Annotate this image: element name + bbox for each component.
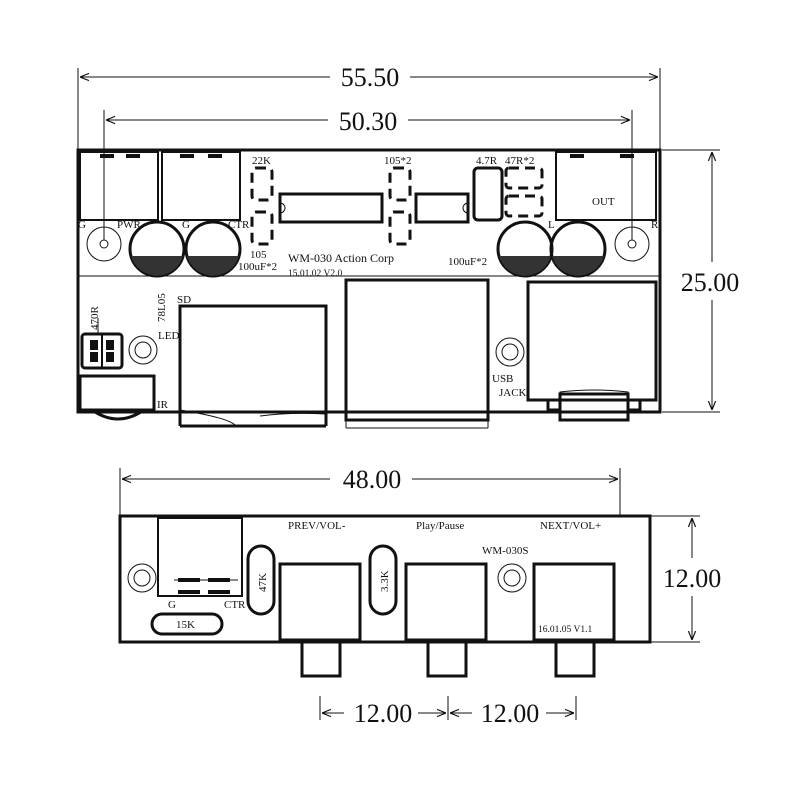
dim-label-55-50: 55.50	[341, 63, 400, 92]
label-g-mid: G	[182, 219, 190, 231]
resistor-105	[250, 210, 274, 246]
dimension-12-00-vertical: 12.00	[650, 515, 722, 643]
label-model: WM-030 Action Corp	[288, 251, 394, 265]
label-105: 105	[250, 249, 267, 261]
label-next: NEXT/VOL+	[540, 520, 601, 532]
resistor-470r	[80, 318, 124, 370]
dimension-50-30: 50.30	[103, 107, 633, 240]
dimension-48-00: 48.00	[119, 465, 621, 516]
capacitor-105-b	[388, 210, 412, 246]
label-led: LED	[158, 330, 179, 342]
resistor-47k	[246, 544, 276, 616]
label-version: 15.01.02 V2.0	[288, 269, 342, 279]
resistor-15k	[150, 612, 224, 636]
mount-hole-left	[86, 226, 122, 262]
sd-card-slot	[178, 304, 328, 428]
resistor-22k	[250, 166, 274, 202]
label-l: L	[548, 219, 555, 231]
audio-jack	[526, 280, 658, 422]
ir-receiver	[78, 374, 156, 421]
dim-label-spacing-1: 12.00	[354, 699, 413, 728]
label-470r: 470R	[89, 306, 101, 331]
label-47rx2: 47R*2	[505, 155, 534, 167]
dim-label-50-30: 50.30	[339, 107, 398, 136]
label-3-3k: 3.3K	[379, 570, 391, 592]
resistor-47r-b	[504, 194, 544, 218]
label-pwr: PWR	[117, 219, 142, 231]
led	[128, 335, 158, 365]
ic-chip-left	[278, 192, 384, 224]
label-sd: SD	[177, 294, 191, 306]
label-g-left: G	[78, 219, 86, 231]
dim-label-spacing-2: 12.00	[481, 699, 540, 728]
capacitor-left-1	[128, 220, 186, 278]
resistor-47r-a	[504, 166, 544, 190]
label-ctr: CTR	[228, 219, 250, 231]
dimension-55-50: 55.50	[77, 63, 661, 150]
label-15k: 15K	[176, 619, 195, 631]
label-78l05: 78L05	[156, 293, 168, 322]
dimension-25-00: 25.00	[662, 149, 740, 413]
label-22k: 22K	[252, 155, 271, 167]
label-105x2: 105*2	[384, 155, 412, 167]
dim-label-48-00: 48.00	[343, 465, 402, 494]
ctr-connector	[161, 151, 241, 221]
label-prev: PREV/VOL-	[288, 520, 346, 532]
label-cap-right: 100uF*2	[448, 256, 487, 268]
button-next	[532, 562, 616, 678]
resistor-3-3k	[368, 544, 398, 616]
label-ir: IR	[157, 399, 169, 411]
bottom-mount-hole-left	[127, 563, 157, 593]
ic-chip-right	[414, 192, 470, 224]
label-jack: JACK	[499, 387, 527, 399]
label-r: R	[651, 219, 659, 231]
label-g: G	[168, 599, 176, 611]
dim-label-25-00: 25.00	[681, 268, 740, 297]
bottom-connector	[157, 517, 243, 597]
label-4-7r: 4.7R	[476, 155, 498, 167]
button-prev	[278, 562, 362, 678]
label-cap-left: 100uF*2	[238, 261, 277, 273]
capacitor-right-2	[549, 220, 607, 278]
resistor-4-7r	[472, 166, 504, 222]
bottom-board: PREV/VOL- Play/Pause NEXT/VOL+ WM-030S 4…	[118, 514, 652, 678]
label-out: OUT	[592, 196, 615, 208]
capacitor-105-a	[388, 166, 412, 202]
label-bottom-version: 16.01.05 V1.1	[538, 625, 592, 635]
capacitor-right-1	[496, 220, 554, 278]
dimension-spacing: 12.00 12.00	[319, 696, 577, 728]
out-connector	[555, 151, 657, 221]
mount-hole-right	[614, 226, 650, 262]
top-board: G PWR G CTR 22K 105 100uF*2 WM-030 Actio…	[76, 148, 662, 429]
label-47k: 47K	[257, 573, 269, 592]
button-play	[404, 562, 488, 678]
bottom-mount-hole-right	[497, 563, 527, 593]
usb-indicator-hole	[495, 337, 525, 367]
dim-label-12-00-vertical: 12.00	[663, 564, 722, 593]
label-wm030s: WM-030S	[482, 545, 528, 557]
label-usb: USB	[492, 373, 513, 385]
label-play: Play/Pause	[416, 520, 464, 532]
capacitor-left-2	[184, 220, 242, 278]
usb-port	[344, 278, 490, 429]
pwr-connector	[79, 151, 159, 221]
label-ctr: CTR	[224, 599, 246, 611]
